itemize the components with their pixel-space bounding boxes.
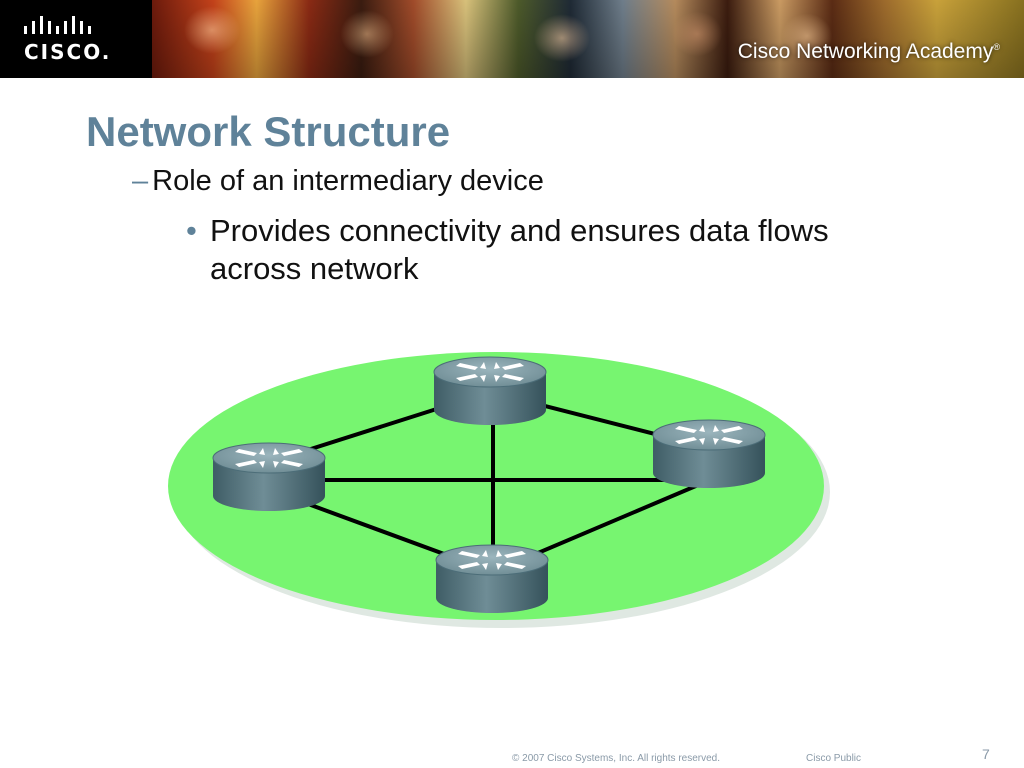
router-icon[interactable] bbox=[433, 356, 547, 426]
academy-brand: Cisco Networking Academy® bbox=[738, 40, 1000, 64]
router-icon[interactable] bbox=[435, 544, 549, 614]
academy-name: Cisco Networking Academy bbox=[737, 40, 994, 63]
slide-title: Network Structure bbox=[86, 108, 451, 155]
footer-classification: Cisco Public bbox=[806, 753, 862, 764]
bullet-level2: • Provides connectivity and ensures data… bbox=[186, 212, 926, 288]
page-number: 7 bbox=[982, 746, 990, 762]
cisco-logo: CISCO. bbox=[22, 14, 132, 64]
bullet-level1-text: Role of an intermediary device bbox=[152, 165, 544, 197]
registered-mark: ® bbox=[993, 42, 1000, 52]
network-diagram bbox=[168, 352, 830, 628]
router-icon[interactable] bbox=[652, 419, 766, 489]
dash-marker: – bbox=[132, 165, 149, 197]
bullet-level1: –Role of an intermediary device bbox=[132, 165, 544, 198]
network-ellipse bbox=[168, 352, 824, 620]
bullet-level2-text: Provides connectivity and ensures data f… bbox=[210, 213, 829, 286]
bullet-marker: • bbox=[186, 213, 197, 248]
header-banner: CISCO. Cisco Networking Academy® bbox=[0, 0, 1024, 78]
cisco-bars-icon bbox=[24, 16, 91, 34]
banner-photo-strip bbox=[152, 0, 1024, 78]
router-icon[interactable] bbox=[212, 442, 326, 512]
cisco-logo-text: CISCO. bbox=[24, 40, 112, 64]
footer-copyright: © 2007 Cisco Systems, Inc. All rights re… bbox=[512, 753, 721, 764]
